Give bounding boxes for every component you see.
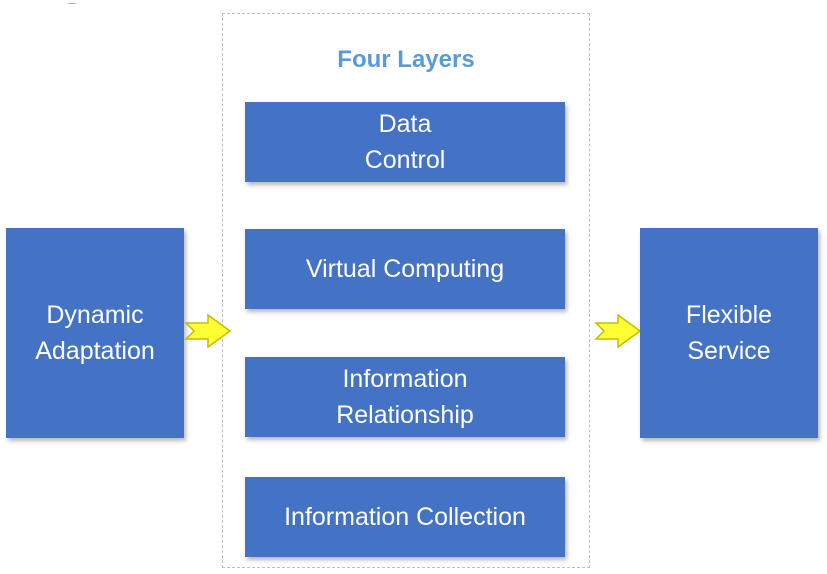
right-arrow-icon (594, 313, 642, 349)
layer-information-collection-label: Information Collection (284, 503, 526, 531)
layer-data-control-label: Data Control (364, 110, 446, 174)
four-layers-frame (222, 13, 590, 568)
dynamic-adaptation-label: Dynamic Adaptation (35, 301, 155, 365)
layer-information-relationship: Information Relationship (245, 357, 565, 437)
layer-information-collection: Information Collection (245, 477, 565, 557)
dynamic-adaptation-box: Dynamic Adaptation (6, 228, 184, 438)
right-arrow-icon (184, 313, 232, 349)
layer-virtual-computing: Virtual Computing (245, 229, 565, 309)
layer-data-control: Data Control (245, 102, 565, 182)
layer-virtual-computing-label: Virtual Computing (305, 255, 505, 283)
corner-mark (68, 3, 76, 4)
flexible-service-label: Flexible Service (685, 301, 773, 365)
flexible-service-box: Flexible Service (640, 228, 818, 438)
four-layers-title: Four Layers (337, 46, 475, 73)
layer-information-relationship-label: Information Relationship (336, 365, 474, 429)
